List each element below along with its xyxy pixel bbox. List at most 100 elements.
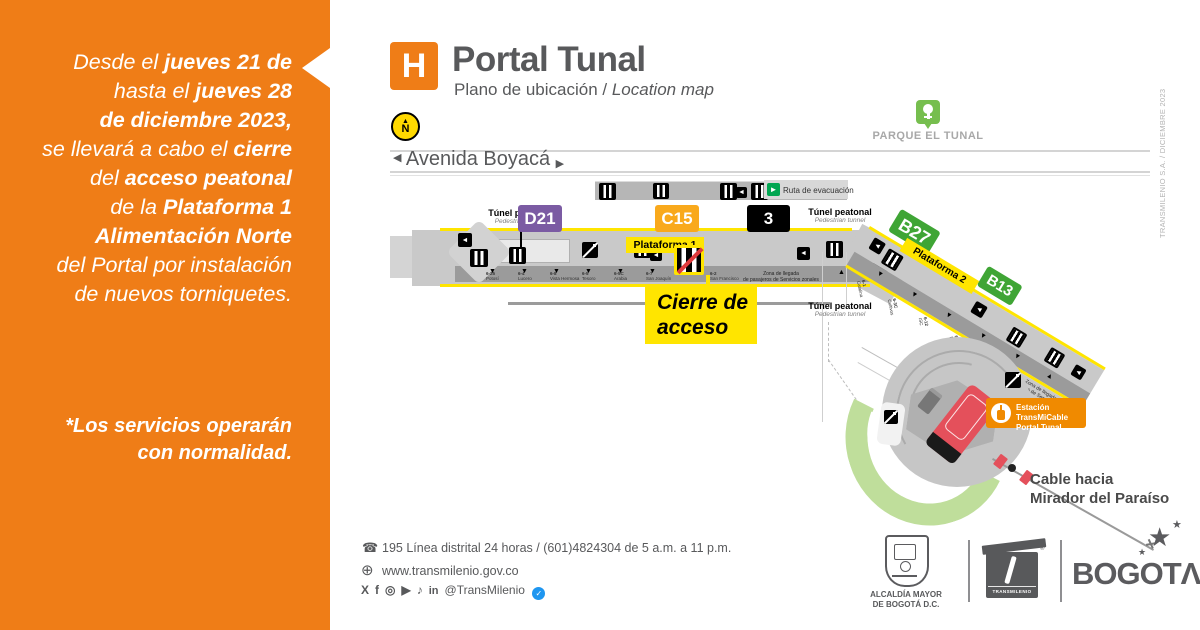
closure-connector bbox=[706, 275, 710, 291]
tunnel-label-center: Túnel peatonal Pedestrian tunnel bbox=[808, 207, 872, 225]
notice-line: hasta el jueves 28 bbox=[113, 79, 292, 103]
tunnel-wall bbox=[822, 252, 823, 422]
door-icon bbox=[509, 247, 526, 264]
bus-bay-triangle: ▼ bbox=[553, 268, 560, 275]
notice-line: se llevará a cabo el cierre bbox=[42, 137, 292, 161]
notice-line: de diciembre 2023, bbox=[99, 108, 292, 132]
exit-person-icon: ◄ bbox=[736, 187, 747, 198]
road-edge-top bbox=[390, 150, 1150, 152]
platform1-bus-strip bbox=[455, 266, 870, 282]
tiktok-icon[interactable]: ♪ bbox=[416, 583, 423, 597]
road-edge-bottom bbox=[390, 171, 1150, 173]
west-arrow-icon: ◀ bbox=[393, 152, 402, 164]
cable-pylon-dot bbox=[1008, 464, 1016, 472]
notice-sidebar bbox=[0, 0, 330, 630]
arrival-triangle: ▲ bbox=[838, 269, 845, 276]
logo-divider bbox=[968, 540, 970, 602]
platform-edge-yellow-bottom bbox=[440, 284, 870, 287]
tunnel-arrow bbox=[520, 228, 522, 254]
sidebar-notch bbox=[302, 48, 330, 88]
evacuation-icon: ► bbox=[767, 183, 780, 196]
linkedin-icon[interactable]: in bbox=[428, 585, 439, 597]
cable-station-badge: Estación TransMiCable Portal Tunal bbox=[986, 398, 1086, 432]
youtube-icon[interactable]: ▶ bbox=[401, 583, 411, 597]
subtitle-en: Location map bbox=[611, 80, 714, 99]
bus-bay-triangle: ▼ bbox=[521, 268, 528, 275]
north-compass-icon: ▲ N bbox=[391, 112, 420, 141]
escalator-icon bbox=[884, 410, 898, 424]
tunnel-label-lower: Túnel peatonal Pedestrian tunnel bbox=[808, 301, 872, 319]
alcaldia-label: ALCALDÍA MAYOR DE BOGOTÁ D.C. bbox=[870, 590, 942, 609]
park-pin-icon bbox=[916, 100, 940, 129]
footnote-line: *Los servicios operarán bbox=[65, 415, 292, 437]
notice-footnote: *Los servicios operarán con normalidad. bbox=[20, 413, 292, 467]
star-icon: ★ bbox=[1172, 519, 1182, 531]
transmilenio-logo-label: TRANSMILENIO bbox=[992, 589, 1032, 594]
phone-line: 195 Línea distrital 24 horas / (601)4824… bbox=[382, 541, 732, 555]
closed-access-icon bbox=[674, 245, 704, 275]
website-link[interactable]: www.transmilenio.gov.co bbox=[382, 564, 519, 578]
exit-person-icon: ◄ bbox=[458, 233, 472, 247]
notice-line: del Portal por instalación bbox=[56, 253, 292, 277]
facility-icon bbox=[653, 183, 669, 199]
cable-car-icon bbox=[991, 403, 1011, 423]
notice-line: del acceso peatonal bbox=[90, 166, 292, 190]
bus-bay-triangle: ▼ bbox=[617, 268, 624, 275]
footnote-line: con normalidad. bbox=[137, 442, 292, 464]
page-title: Portal Tunal bbox=[452, 40, 646, 79]
facebook-icon[interactable]: f bbox=[375, 583, 380, 597]
bus-bay-triangle: ▼ bbox=[585, 268, 592, 275]
avenue-label: ◀ Avenida Boyacá ▶ bbox=[393, 148, 565, 170]
park-label: PARQUE EL TUNAL bbox=[872, 130, 984, 142]
cable-destination-label: Cable hacia Mirador del Paraíso bbox=[1030, 471, 1170, 507]
route-badge-3: 3 bbox=[747, 205, 790, 232]
closure-callout: Cierre de acceso bbox=[645, 286, 757, 344]
notice-line: Desde el jueves 21 de bbox=[73, 50, 292, 74]
evacuation-label: Ruta de evacuación bbox=[783, 186, 854, 195]
notice-text: Desde el jueves 21 de hasta el jueves 28 d… bbox=[20, 48, 292, 309]
platform-edge-yellow-top bbox=[440, 228, 852, 231]
exit-person-icon: ◄ bbox=[797, 247, 810, 260]
route-badge-c15: C15 bbox=[655, 205, 699, 232]
road-edge-bottom2 bbox=[390, 174, 1150, 176]
verified-badge-icon: ✓ bbox=[532, 587, 546, 600]
tunnel-dashed bbox=[828, 322, 829, 362]
subtitle-es: Plano de ubicación bbox=[454, 80, 598, 99]
platform1-stub bbox=[390, 236, 412, 278]
bus-bay-triangle: ▼ bbox=[489, 268, 496, 275]
x-icon[interactable]: X bbox=[361, 583, 370, 597]
escalator-icon bbox=[582, 242, 598, 258]
edition-credit: TRANSMILENIO S.A. / DICIEMBRE 2023 bbox=[1158, 88, 1167, 238]
alcaldia-crest-icon bbox=[885, 535, 929, 587]
east-arrow-icon: ▶ bbox=[555, 158, 565, 170]
notice-line: Alimentación Norte bbox=[94, 224, 292, 248]
registered-mark: ® bbox=[1040, 546, 1045, 552]
page-subtitle: Plano de ubicación / Location map bbox=[454, 80, 714, 99]
transmilenio-logo: TRANSMILENIO ® bbox=[981, 538, 1047, 600]
station-letter-badge: H bbox=[390, 42, 438, 90]
door-icon bbox=[599, 183, 616, 200]
evacuation-tag bbox=[764, 180, 848, 199]
social-handle[interactable]: @TransMilenio bbox=[444, 583, 525, 597]
star-icon: ★ bbox=[1148, 522, 1172, 552]
door-icon bbox=[826, 241, 843, 258]
instagram-icon[interactable]: ◎ bbox=[385, 583, 396, 597]
bogota-logo: BOGOTΛ bbox=[1072, 556, 1200, 591]
turnstile-icon bbox=[470, 249, 488, 267]
phone-icon: ☎ bbox=[362, 540, 379, 555]
route-badge-d21: D21 bbox=[518, 205, 562, 232]
bus-bay-triangle: ▼ bbox=[649, 268, 656, 275]
star-icon: ★ bbox=[1138, 547, 1147, 557]
door-icon bbox=[720, 183, 737, 200]
